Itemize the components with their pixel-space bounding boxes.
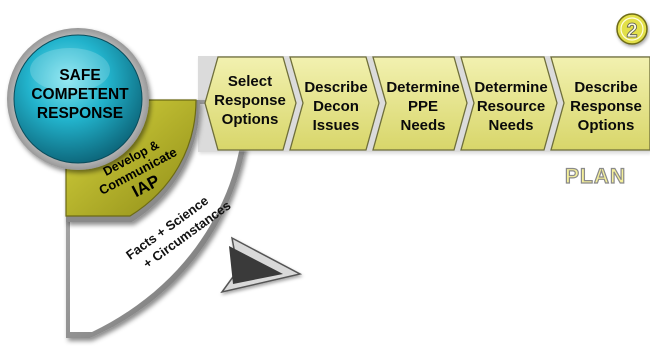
chevron-step-2: Describe Decon Issues bbox=[289, 56, 380, 151]
circle-line-3: RESPONSE bbox=[37, 105, 123, 122]
step-number: 2 bbox=[626, 20, 637, 42]
plan-label: PLAN bbox=[565, 165, 626, 188]
chevron-2-line-3: Issues bbox=[313, 117, 360, 134]
chevron-1-line-2: Response bbox=[214, 92, 286, 109]
safe-competent-response-circle: SAFE COMPETENT RESPONSE bbox=[7, 28, 149, 170]
circle-line-1: SAFE bbox=[59, 67, 100, 84]
chevron-1-line-1: Select bbox=[228, 73, 272, 90]
chevron-4-line-3: Needs bbox=[488, 117, 533, 134]
chevron-5-line-2: Response bbox=[570, 98, 642, 115]
chevron-step-1: Select Response Options bbox=[204, 56, 297, 151]
chevron-5-line-1: Describe bbox=[574, 79, 637, 96]
chevron-step-5: Describe Response Options bbox=[550, 56, 650, 151]
chevron-step-3: Determine PPE Needs bbox=[372, 56, 468, 151]
circle-line-2: COMPETENT bbox=[31, 86, 129, 103]
chevron-4-line-1: Determine bbox=[474, 79, 547, 96]
chevron-2-line-2: Decon bbox=[313, 98, 359, 115]
chevron-step-4: Determine Resource Needs bbox=[460, 56, 558, 151]
chevron-3-line-1: Determine bbox=[386, 79, 459, 96]
chevron-3-line-3: Needs bbox=[400, 117, 445, 134]
chevron-3-line-2: PPE bbox=[408, 98, 438, 115]
chevron-5-line-3: Options bbox=[578, 117, 635, 134]
step-number-badge: 2 bbox=[616, 13, 648, 45]
chevron-1-line-3: Options bbox=[222, 111, 279, 128]
chevron-2-line-1: Describe bbox=[304, 79, 367, 96]
chevron-4-line-2: Resource bbox=[477, 98, 545, 115]
